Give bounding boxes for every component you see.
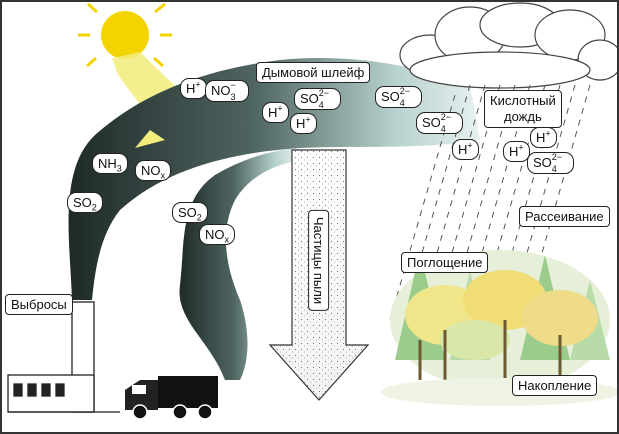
accumulation-label: Накопление [512, 375, 598, 396]
chem-nox: NOx [199, 224, 235, 245]
chem-nh3: NH3 [92, 153, 128, 174]
chem-h-plus: H+ [530, 127, 557, 148]
forest [380, 250, 619, 406]
chem-h-plus: H+ [262, 102, 289, 123]
dust-label-wrap: Частицы пыли [305, 185, 333, 335]
truck-exhaust-plume [179, 148, 300, 380]
cloud [399, 2, 619, 89]
chem-so2: SO2 [172, 202, 208, 223]
smoke-plume [68, 58, 480, 300]
dispersion-label: Рассеивание [519, 206, 610, 227]
acid-rain-label-line1: Кислотный [490, 93, 556, 108]
truck-icon [125, 376, 218, 420]
chem-h-plus: H+ [180, 78, 207, 99]
chem-nox: NOx [135, 160, 171, 181]
chem-h-plus: H+ [290, 113, 317, 134]
chem-so2: SO2 [67, 192, 103, 213]
acid-rain-label: Кислотный дождь [484, 90, 562, 128]
sun-icon [78, 0, 172, 68]
chem-h-plus: H+ [452, 139, 479, 160]
emissions-label: Выбросы [5, 294, 73, 315]
factory [7, 301, 120, 413]
sunbeam-arrowhead [135, 130, 165, 148]
acid-rain-label-line2: дождь [504, 109, 542, 124]
chem-h-plus: H+ [503, 141, 530, 162]
dust-label: Частицы пыли [308, 209, 330, 311]
chem-no3-minus: NO−3 [205, 80, 249, 103]
plume-label: Дымовой шлейф [256, 62, 371, 83]
absorption-label: Поглощение [401, 252, 489, 273]
